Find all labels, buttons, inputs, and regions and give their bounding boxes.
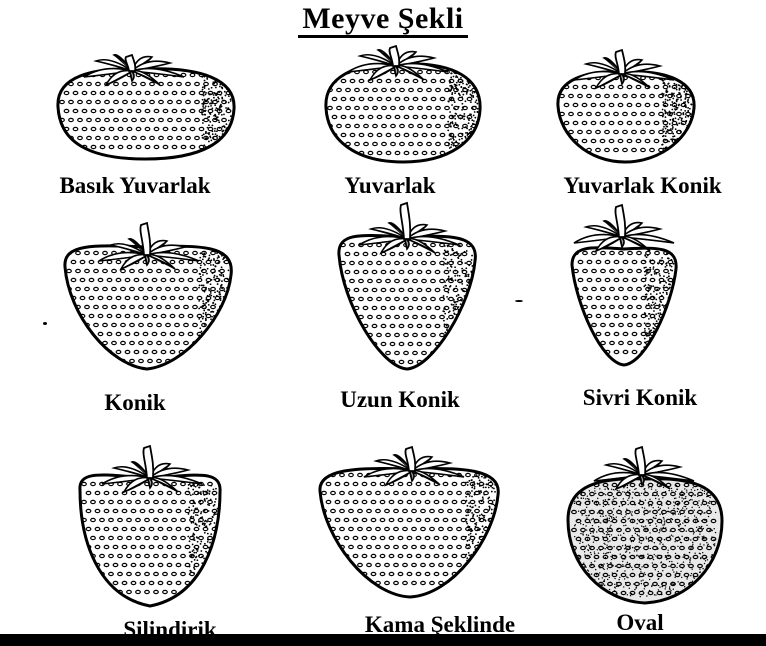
strawberry-icon xyxy=(550,42,700,167)
strawberry-icon xyxy=(562,195,687,370)
fruit-body xyxy=(568,479,722,603)
strawberry-icon xyxy=(50,45,240,165)
strawberry-icon xyxy=(70,432,230,612)
strawberry-icon xyxy=(318,38,488,168)
strawberry-icon xyxy=(55,215,240,375)
strawberry-icon xyxy=(312,425,507,605)
shape-label: Sivri Konik xyxy=(545,385,735,411)
bottom-border xyxy=(0,634,766,646)
shape-label: Konik xyxy=(60,390,210,416)
scan-speck xyxy=(515,300,523,302)
scan-speck xyxy=(43,322,47,325)
shape-label: Basık Yuvarlak xyxy=(10,173,260,199)
strawberry-icon xyxy=(325,195,490,375)
fruit-body xyxy=(326,64,480,162)
strawberry-icon xyxy=(560,425,730,605)
shape-label: Uzun Konik xyxy=(300,387,500,413)
shape-label: Oval xyxy=(580,610,700,636)
